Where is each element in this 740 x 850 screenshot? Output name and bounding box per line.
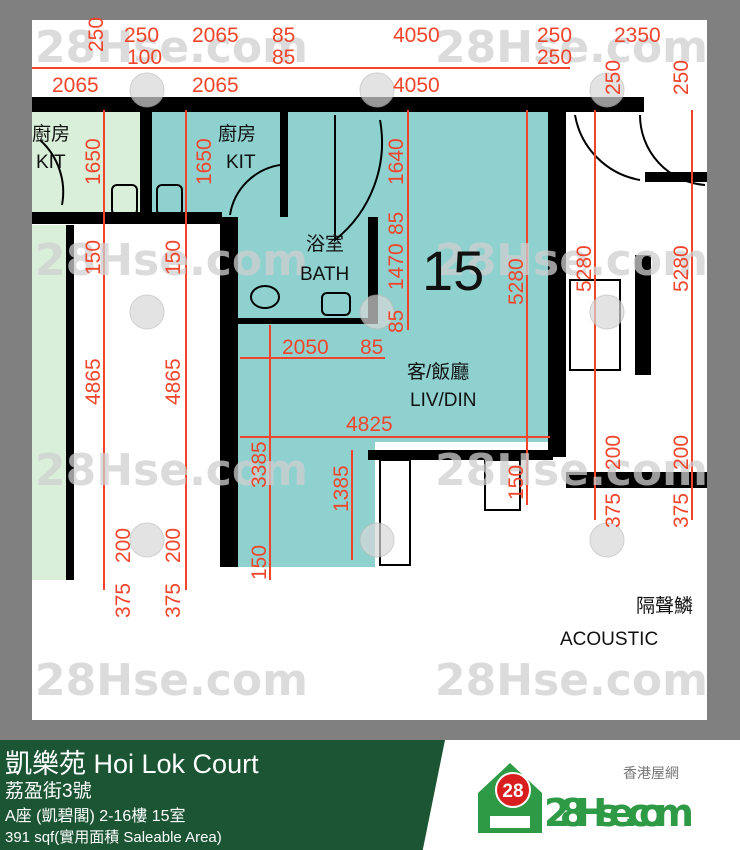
- svg-text:150: 150: [162, 240, 185, 275]
- bath-label-en: BATH: [300, 264, 349, 285]
- svg-text:250: 250: [602, 60, 625, 95]
- bath-label-zh: 浴室: [306, 233, 344, 255]
- svg-text:2065: 2065: [52, 74, 99, 97]
- unit-number: 15: [422, 239, 484, 302]
- svg-text:28Hse.com: 28Hse.com: [544, 791, 694, 835]
- svg-text:4865: 4865: [82, 358, 105, 405]
- acoustic-label-zh: 隔聲鱗: [636, 595, 693, 617]
- kitchen-label-zh: 廚房: [218, 122, 256, 145]
- property-address: 荔盈街3號: [5, 781, 92, 802]
- property-footer: 凱樂苑 Hoi Lok Court 荔盈街3號 A座 (凱碧閣) 2-16樓 1…: [0, 740, 740, 850]
- svg-text:5280: 5280: [670, 245, 693, 292]
- svg-text:200: 200: [670, 435, 693, 470]
- svg-text:4825: 4825: [346, 413, 393, 436]
- svg-text:85: 85: [360, 336, 383, 359]
- watermarks: 28Hse.com 28Hse.com 28Hse.com 28Hse.com …: [35, 22, 708, 706]
- svg-text:250: 250: [537, 24, 572, 47]
- svg-text:28Hse.com: 28Hse.com: [35, 445, 308, 496]
- svg-text:28Hse.com: 28Hse.com: [435, 22, 708, 73]
- neighbor-room: [32, 225, 72, 580]
- property-unit: A座 (凱碧閣) 2-16樓 15室: [5, 808, 186, 825]
- living-label-zh: 客/飯廳: [407, 361, 469, 383]
- svg-text:28Hse.com: 28Hse.com: [435, 655, 708, 706]
- svg-text:375: 375: [670, 493, 693, 528]
- svg-text:1640: 1640: [385, 138, 408, 185]
- neighbor-kitchen-zh: 廚房: [32, 122, 70, 145]
- svg-text:28Hse.com: 28Hse.com: [35, 235, 308, 286]
- svg-text:28Hse.com: 28Hse.com: [35, 655, 308, 706]
- svg-text:28Hse.com: 28Hse.com: [435, 445, 708, 496]
- svg-text:4865: 4865: [162, 358, 185, 405]
- svg-text:375: 375: [112, 583, 135, 618]
- svg-text:100: 100: [127, 46, 162, 69]
- svg-text:2050: 2050: [282, 336, 329, 359]
- svg-text:28Hse.com: 28Hse.com: [35, 22, 308, 73]
- dimension-labels: 250 250 2065 85 4050 250 2350 100 85 250…: [52, 17, 693, 618]
- svg-text:85: 85: [385, 310, 408, 333]
- svg-text:85: 85: [272, 46, 295, 69]
- svg-text:28Hse.com: 28Hse.com: [435, 235, 708, 286]
- svg-text:375: 375: [602, 493, 625, 528]
- svg-text:250: 250: [124, 24, 159, 47]
- svg-text:250: 250: [85, 17, 108, 52]
- svg-text:1650: 1650: [193, 138, 216, 185]
- svg-text:150: 150: [505, 465, 528, 500]
- svg-text:200: 200: [602, 435, 625, 470]
- living-label-en: LIV/DIN: [410, 390, 477, 411]
- property-area: 391 sqf(實用面積 Saleable Area): [5, 829, 222, 846]
- svg-text:150: 150: [248, 545, 271, 580]
- svg-text:250: 250: [537, 46, 572, 69]
- svg-text:5280: 5280: [573, 245, 596, 292]
- svg-text:2065: 2065: [192, 74, 239, 97]
- svg-text:2065: 2065: [192, 24, 239, 47]
- svg-text:200: 200: [162, 528, 185, 563]
- neighbor-kitchen: [32, 112, 107, 212]
- svg-text:4050: 4050: [393, 74, 440, 97]
- svg-text:1385: 1385: [330, 465, 353, 512]
- unit-bath: [235, 222, 375, 322]
- 28hse-logo: 28 28Hse.com 香港屋網: [478, 763, 694, 835]
- svg-text:250: 250: [670, 60, 693, 95]
- svg-text:150: 150: [82, 240, 105, 275]
- acoustic-label-en: ACOUSTIC: [560, 629, 658, 650]
- kitchen-label-en: KIT: [226, 152, 256, 173]
- svg-text:200: 200: [112, 528, 135, 563]
- unit-kitchen: [150, 112, 285, 222]
- svg-text:5280: 5280: [505, 258, 528, 305]
- walls: [32, 97, 707, 580]
- info-panel: [0, 740, 445, 850]
- svg-text:375: 375: [162, 583, 185, 618]
- floor-plan: 28Hse.com 28Hse.com 28Hse.com 28Hse.com …: [32, 17, 708, 720]
- svg-text:28: 28: [502, 781, 523, 802]
- svg-text:1650: 1650: [82, 138, 105, 185]
- svg-text:香港屋網: 香港屋網: [623, 765, 679, 781]
- svg-text:4050: 4050: [393, 24, 440, 47]
- svg-text:85: 85: [272, 24, 295, 47]
- door-swings: [39, 114, 706, 566]
- svg-text:85: 85: [385, 212, 408, 235]
- svg-text:2350: 2350: [614, 24, 661, 47]
- svg-text:3385: 3385: [248, 441, 271, 488]
- neighbor-kitchen-en: KIT: [36, 152, 66, 173]
- svg-text:1470: 1470: [385, 243, 408, 290]
- property-title: 凱樂苑 Hoi Lok Court: [5, 749, 259, 779]
